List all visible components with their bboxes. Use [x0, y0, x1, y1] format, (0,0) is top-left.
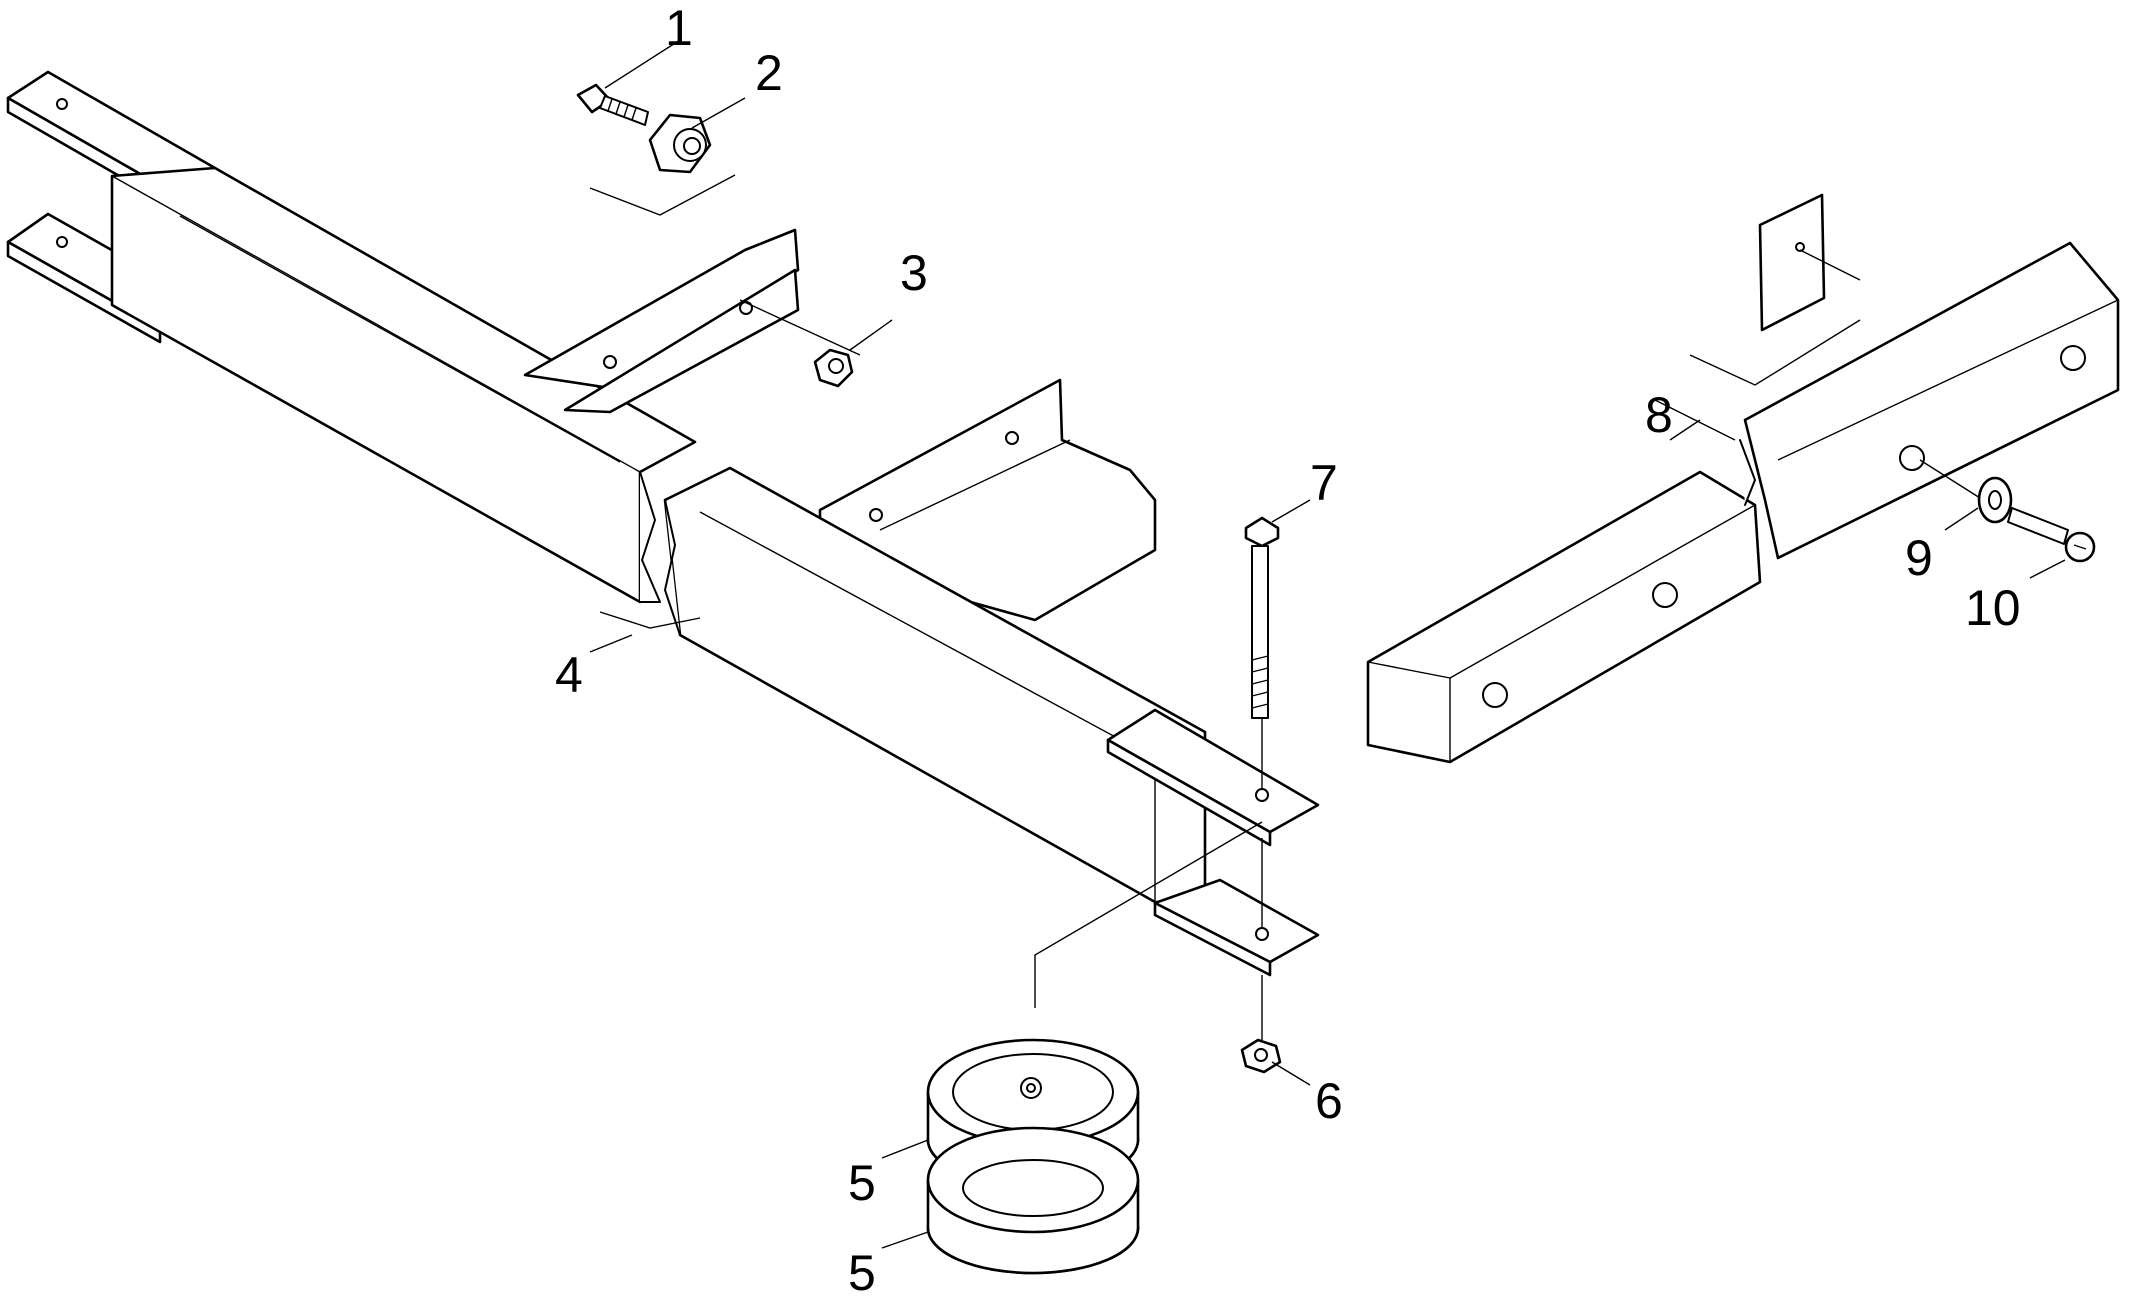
- screw-part-10: [2007, 507, 2096, 563]
- callout-8: 8: [1645, 387, 1673, 443]
- flange-nut-part-2: [648, 113, 712, 174]
- callout-1: 1: [665, 0, 693, 56]
- callout-5-lower: 5: [848, 1245, 876, 1301]
- callout-labels: 1 2 3 4 5 5 6 7 8 9 10: [555, 0, 2021, 1301]
- long-bolt-part-7: [1244, 516, 1280, 719]
- callout-7: 7: [1310, 455, 1338, 511]
- washer-part-9: [1977, 476, 2013, 524]
- callout-4: 4: [555, 647, 583, 703]
- leader-lines: [589, 39, 2066, 1249]
- center-frame-section: [663, 378, 1320, 977]
- callout-2: 2: [755, 45, 783, 101]
- rubber-mount-lower-part-5: [926, 1126, 1140, 1275]
- right-frame-section: [1366, 193, 2120, 764]
- callout-6: 6: [1315, 1073, 1343, 1129]
- nut-part-3: [813, 348, 854, 388]
- left-frame-section: [6, 70, 800, 604]
- bolt-part-1: [576, 83, 649, 126]
- callout-10: 10: [1965, 580, 2021, 636]
- callout-3: 3: [900, 245, 928, 301]
- callout-5-upper: 5: [848, 1155, 876, 1211]
- callout-9: 9: [1905, 530, 1933, 586]
- nut-part-6: [1240, 1038, 1282, 1074]
